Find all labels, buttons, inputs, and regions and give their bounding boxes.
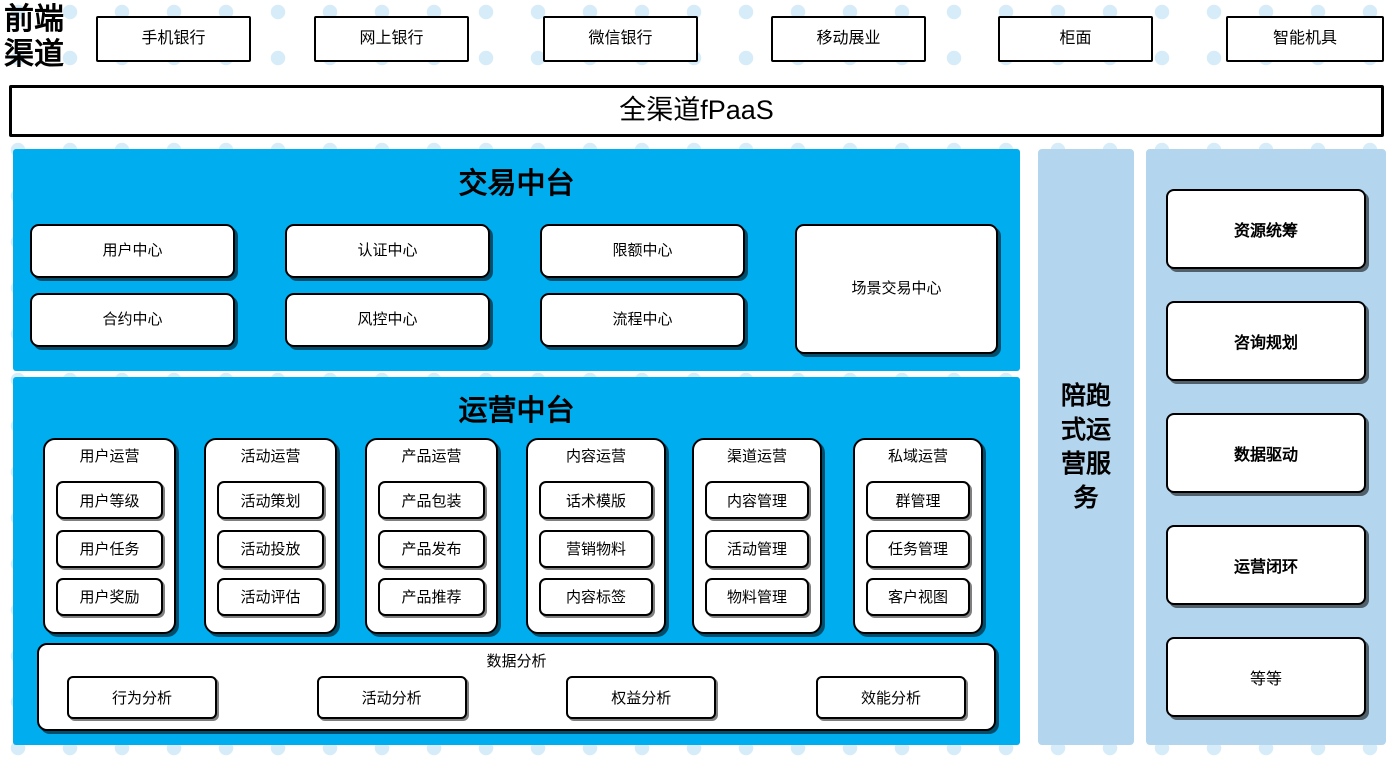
ops-group-2: 产品运营产品包装产品发布产品推荐	[365, 438, 498, 634]
ops-item-0-2[interactable]: 用户奖励	[56, 577, 163, 616]
ops-group-title-2: 产品运营	[401, 448, 462, 465]
ops-group-items-5: 群管理任务管理客户视图	[855, 469, 981, 632]
data-analysis-item-2[interactable]: 权益分析	[566, 676, 717, 719]
data-analysis-item-0[interactable]: 行为分析	[67, 676, 217, 719]
ops-item-1-1[interactable]: 活动投放	[217, 529, 324, 568]
ops-item-4-0[interactable]: 内容管理	[705, 481, 809, 520]
ops-item-1-0[interactable]: 活动策划	[217, 481, 324, 520]
trade-center-box-0[interactable]: 用户中心	[30, 224, 235, 278]
ops-group-1: 活动运营活动策划活动投放活动评估	[204, 438, 337, 634]
data-analysis-item-1[interactable]: 活动分析	[316, 676, 467, 719]
ops-item-4-1[interactable]: 活动管理	[705, 529, 809, 568]
value-box-1[interactable]: 咨询规划	[1166, 301, 1366, 381]
ops-group-items-3: 话术模版营销物料内容标签	[528, 469, 664, 632]
ops-group-3: 内容运营话术模版营销物料内容标签	[526, 438, 666, 634]
trade-center-box-5[interactable]: 流程中心	[540, 293, 745, 347]
ops-group-title-0: 用户运营	[79, 448, 140, 465]
ops-group-0: 用户运营用户等级用户任务用户奖励	[43, 438, 176, 634]
ops-group-items-2: 产品包装产品发布产品推荐	[367, 469, 496, 632]
channel-box-4[interactable]: 柜面	[998, 16, 1153, 62]
ops-group-4: 渠道运营内容管理活动管理物料管理	[692, 438, 822, 634]
value-panel: 资源统筹咨询规划数据驱动运营闭环等等	[1146, 149, 1386, 745]
value-box-4[interactable]: 等等	[1166, 637, 1366, 717]
service-panel: 陪跑式运营服务	[1038, 149, 1134, 745]
ops-item-0-0[interactable]: 用户等级	[56, 481, 163, 520]
channel-box-0[interactable]: 手机银行	[96, 16, 251, 62]
ops-item-2-1[interactable]: 产品发布	[378, 529, 485, 568]
ops-item-0-1[interactable]: 用户任务	[56, 529, 163, 568]
ops-item-3-1[interactable]: 营销物料	[539, 529, 653, 568]
ops-item-5-1[interactable]: 任务管理	[866, 529, 970, 568]
value-box-3[interactable]: 运营闭环	[1166, 525, 1366, 605]
ops-group-title-4: 渠道运营	[726, 448, 787, 465]
ops-item-1-2[interactable]: 活动评估	[217, 577, 324, 616]
trade-center-box-4[interactable]: 风控中心	[285, 293, 490, 347]
ops-item-2-0[interactable]: 产品包装	[378, 481, 485, 520]
trade-center-box-6[interactable]: 场景交易中心	[795, 224, 998, 354]
ops-group-items-1: 活动策划活动投放活动评估	[206, 469, 335, 632]
channel-box-2[interactable]: 微信银行	[543, 16, 698, 62]
trade-center-box-2[interactable]: 限额中心	[540, 224, 745, 278]
data-analysis-items: 行为分析 活动分析 权益分析 效能分析	[67, 676, 966, 719]
trade-center-box-1[interactable]: 认证中心	[285, 224, 490, 278]
value-box-0[interactable]: 资源统筹	[1166, 189, 1366, 269]
frontend-channel-label: 前端 渠道	[4, 3, 64, 71]
data-analysis-item-3[interactable]: 效能分析	[815, 676, 966, 719]
channel-box-1[interactable]: 网上银行	[314, 16, 469, 62]
ops-group-title-1: 活动运营	[240, 448, 301, 465]
ops-group-items-4: 内容管理活动管理物料管理	[694, 469, 820, 632]
data-analysis-group: 数据分析 行为分析 活动分析 权益分析 效能分析	[37, 643, 996, 731]
ops-group-title-5: 私域运营	[887, 448, 948, 465]
ops-group-title-3: 内容运营	[565, 448, 626, 465]
value-box-2[interactable]: 数据驱动	[1166, 413, 1366, 493]
ops-item-5-2[interactable]: 客户视图	[866, 577, 970, 616]
trade-center-box-3[interactable]: 合约中心	[30, 293, 235, 347]
ops-group-items-0: 用户等级用户任务用户奖励	[45, 469, 174, 632]
ops-platform-title: 运营中台	[458, 395, 575, 427]
ops-item-4-2[interactable]: 物料管理	[705, 577, 809, 616]
fpaas-bar[interactable]: 全渠道fPaaS	[9, 85, 1384, 137]
channel-box-5[interactable]: 智能机具	[1226, 16, 1384, 62]
data-analysis-title: 数据分析	[486, 653, 547, 670]
ops-item-3-2[interactable]: 内容标签	[539, 577, 653, 616]
ops-item-5-0[interactable]: 群管理	[866, 481, 970, 520]
service-panel-label: 陪跑式运营服务	[1060, 382, 1111, 512]
trade-platform-title: 交易中台	[458, 168, 575, 200]
ops-item-3-0[interactable]: 话术模版	[539, 481, 653, 520]
channel-box-3[interactable]: 移动展业	[771, 16, 926, 62]
ops-item-2-2[interactable]: 产品推荐	[378, 577, 485, 616]
ops-group-5: 私域运营群管理任务管理客户视图	[853, 438, 983, 634]
